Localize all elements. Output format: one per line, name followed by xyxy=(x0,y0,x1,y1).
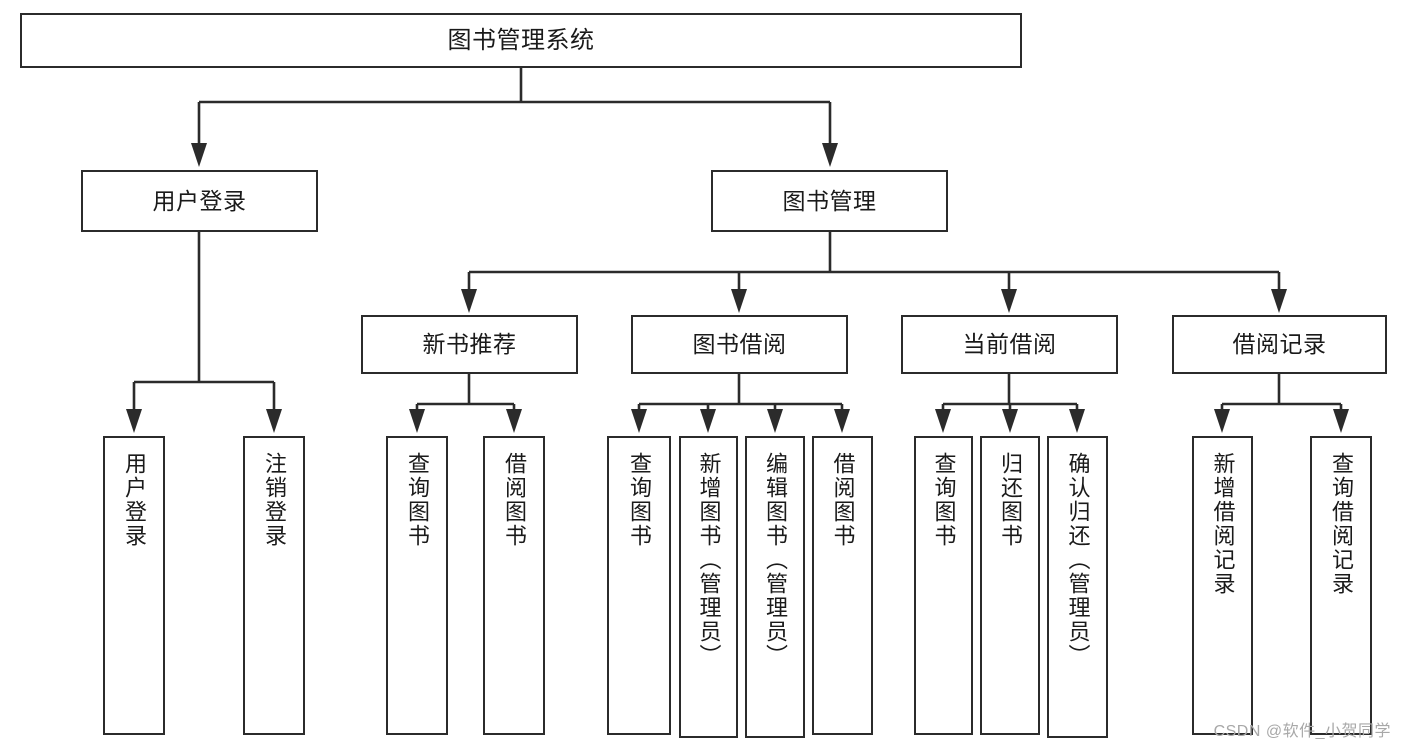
arrow-book-borrow-leaf3 xyxy=(767,409,783,433)
node-new-book-recommend-label: 新书推荐 xyxy=(422,331,517,358)
arrow-to-new-book xyxy=(461,289,477,313)
node-new-book-recommend[interactable]: 新书推荐 xyxy=(361,315,578,374)
leaf-book-borrow-edit-book-admin-label: 编辑图书（管理员） xyxy=(762,452,788,668)
arrow-borrow-record-leaf2 xyxy=(1333,409,1349,433)
arrow-current-borrow-leaf1 xyxy=(935,409,951,433)
leaf-user-login-login[interactable]: 用户登录 xyxy=(103,436,165,735)
leaf-user-login-login-label: 用户登录 xyxy=(121,452,147,548)
arrow-to-user-login xyxy=(191,143,207,167)
leaf-current-borrow-query-book-label: 查询图书 xyxy=(931,452,957,548)
node-root-label: 图书管理系统 xyxy=(447,26,595,54)
arrow-to-borrow-record xyxy=(1271,289,1287,313)
leaf-current-borrow-return-book-label: 归还图书 xyxy=(997,452,1023,548)
arrow-to-book-manage xyxy=(822,143,838,167)
arrow-user-login-leaf2 xyxy=(266,409,282,433)
arrow-borrow-record-leaf1 xyxy=(1214,409,1230,433)
leaf-user-login-logout-label: 注销登录 xyxy=(261,452,287,548)
leaf-borrow-record-query-record-label: 查询借阅记录 xyxy=(1328,452,1354,596)
node-current-borrow-label: 当前借阅 xyxy=(962,331,1057,358)
leaf-book-borrow-borrow-book-label: 借阅图书 xyxy=(830,452,856,548)
node-root-book-management-system[interactable]: 图书管理系统 xyxy=(20,13,1022,68)
leaf-book-borrow-add-book-admin-label: 新增图书（管理员） xyxy=(696,452,722,668)
node-user-login[interactable]: 用户登录 xyxy=(81,170,318,232)
leaf-current-borrow-confirm-return-admin[interactable]: 确认归还（管理员） xyxy=(1047,436,1108,738)
leaf-new-book-query-book[interactable]: 查询图书 xyxy=(386,436,448,735)
node-book-management[interactable]: 图书管理 xyxy=(711,170,948,232)
leaf-borrow-record-add-record-label: 新增借阅记录 xyxy=(1210,452,1236,596)
arrow-to-book-borrow xyxy=(731,289,747,313)
arrow-book-borrow-leaf4 xyxy=(834,409,850,433)
leaf-borrow-record-add-record[interactable]: 新增借阅记录 xyxy=(1192,436,1253,735)
arrow-current-borrow-leaf3 xyxy=(1069,409,1085,433)
leaf-current-borrow-return-book[interactable]: 归还图书 xyxy=(980,436,1040,735)
arrow-book-borrow-leaf2 xyxy=(700,409,716,433)
node-borrow-record[interactable]: 借阅记录 xyxy=(1172,315,1387,374)
csdn-watermark: CSDN @软件_小贺同学 xyxy=(1213,723,1391,740)
leaf-current-borrow-confirm-return-admin-label: 确认归还（管理员） xyxy=(1065,452,1091,668)
leaf-current-borrow-query-book[interactable]: 查询图书 xyxy=(914,436,973,735)
leaf-book-borrow-query-book-label: 查询图书 xyxy=(626,452,652,548)
node-borrow-record-label: 借阅记录 xyxy=(1232,331,1327,358)
arrow-book-borrow-leaf1 xyxy=(631,409,647,433)
arrow-new-book-leaf1 xyxy=(409,409,425,433)
leaf-new-book-query-book-label: 查询图书 xyxy=(404,452,430,548)
arrow-to-current-borrow xyxy=(1001,289,1017,313)
leaf-new-book-borrow-book[interactable]: 借阅图书 xyxy=(483,436,545,735)
node-book-borrow[interactable]: 图书借阅 xyxy=(631,315,848,374)
node-book-borrow-label: 图书借阅 xyxy=(692,331,787,358)
node-book-management-label: 图书管理 xyxy=(782,187,877,214)
leaf-book-borrow-borrow-book[interactable]: 借阅图书 xyxy=(812,436,873,735)
leaf-borrow-record-query-record[interactable]: 查询借阅记录 xyxy=(1310,436,1372,735)
leaf-book-borrow-edit-book-admin[interactable]: 编辑图书（管理员） xyxy=(745,436,805,738)
arrow-new-book-leaf2 xyxy=(506,409,522,433)
arrow-current-borrow-leaf2 xyxy=(1002,409,1018,433)
arrow-user-login-leaf1 xyxy=(126,409,142,433)
node-user-login-label: 用户登录 xyxy=(152,187,247,214)
node-current-borrow[interactable]: 当前借阅 xyxy=(901,315,1118,374)
leaf-user-login-logout[interactable]: 注销登录 xyxy=(243,436,305,735)
leaf-book-borrow-add-book-admin[interactable]: 新增图书（管理员） xyxy=(679,436,738,738)
leaf-book-borrow-query-book[interactable]: 查询图书 xyxy=(607,436,671,735)
leaf-new-book-borrow-book-label: 借阅图书 xyxy=(501,452,527,548)
